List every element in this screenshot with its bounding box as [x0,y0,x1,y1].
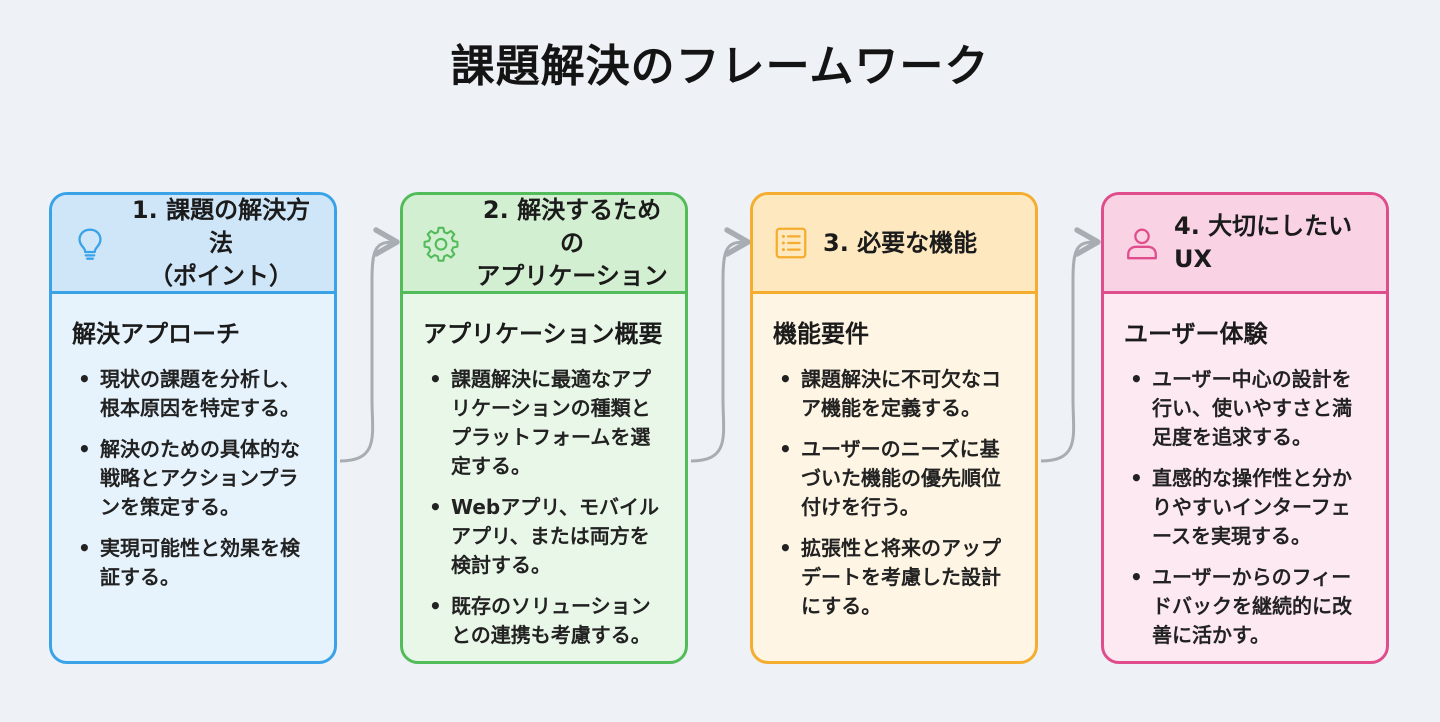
list-item: 実現可能性と効果を検証する。 [72,534,318,592]
card-title-line1: 2. 解決するための [482,195,662,257]
card-header: 3. 必要な機能 [753,195,1035,294]
card-body: 解決アプローチ 現状の課題を分析し、根本原因を特定する。 解決のための具体的な戦… [52,294,334,592]
list-item: 課題解決に不可欠なコア機能を定義する。 [773,365,1019,423]
card-solution-method: 1. 課題の解決方法 （ポイント） 解決アプローチ 現状の課題を分析し、根本原因… [49,192,337,664]
list-item: 課題解決に最適なアプリケーションの種類とプラットフォームを選定する。 [423,365,669,481]
list-item: Webアプリ、モバイルアプリ、または両方を検討する。 [423,493,669,580]
section-title: 解決アプローチ [72,320,240,348]
item-list: 課題解決に最適なアプリケーションの種類とプラットフォームを選定する。 Webアプ… [423,365,669,650]
card-ux: 4. 大切にしたいUX ユーザー体験 ユーザー中心の設計を行い、使いやすさと満足… [1101,192,1389,664]
section-title: ユーザー体験 [1124,320,1268,348]
list-item: 拡張性と将来のアップデートを考慮した設計にする。 [773,534,1019,621]
card-title-line2: アプリケーション [476,261,668,290]
list-item: 現状の課題を分析し、根本原因を特定する。 [72,365,318,423]
list-item: ユーザーのニーズに基づいた機能の優先順位付けを行う。 [773,435,1019,522]
card-required-features: 3. 必要な機能 機能要件 課題解決に不可欠なコア機能を定義する。 ユーザーのニ… [750,192,1038,664]
card-body: ユーザー体験 ユーザー中心の設計を行い、使いやすさと満足度を追求する。 直感的な… [1104,294,1386,650]
card-title: 3. 必要な機能 [823,227,1021,260]
section-title: 機能要件 [773,320,869,348]
card-header: 2. 解決するための アプリケーション [403,195,685,294]
item-list: 課題解決に不可欠なコア機能を定義する。 ユーザーのニーズに基づいた機能の優先順位… [773,365,1019,621]
list-item: ユーザーからのフィードバックを継続的に改善に活かす。 [1124,563,1370,650]
card-title: 1. 課題の解決方法 （ポイント） [122,195,320,293]
card-body: 機能要件 課題解決に不可欠なコア機能を定義する。 ユーザーのニーズに基づいた機能… [753,294,1035,621]
card-title-line1: 1. 課題の解決方法 [131,195,311,257]
card-title: 4. 大切にしたいUX [1174,210,1372,276]
list-item: 解決のための具体的な戦略とアクションプランを策定する。 [72,435,318,522]
list-icon [771,223,811,263]
item-list: 現状の課題を分析し、根本原因を特定する。 解決のための具体的な戦略とアクションプ… [72,365,318,592]
list-item: 直感的な操作性と分かりやすいインターフェースを実現する。 [1124,464,1370,551]
user-icon [1122,223,1162,263]
list-item: ユーザー中心の設計を行い、使いやすさと満足度を追求する。 [1124,365,1370,452]
item-list: ユーザー中心の設計を行い、使いやすさと満足度を追求する。 直感的な操作性と分かり… [1124,365,1370,650]
card-application: 2. 解決するための アプリケーション アプリケーション概要 課題解決に最適なア… [400,192,688,664]
lightbulb-icon [70,223,110,263]
page-title: 課題解決のフレームワーク [450,41,990,92]
gear-icon [421,223,461,263]
card-body: アプリケーション概要 課題解決に最適なアプリケーションの種類とプラットフォームを… [403,294,685,650]
section-title: アプリケーション概要 [423,320,663,348]
card-title-line1: 4. 大切にしたいUX [1174,212,1353,273]
card-header: 1. 課題の解決方法 （ポイント） [52,195,334,294]
list-item: 既存のソリューションとの連携も考慮する。 [423,592,669,650]
card-title-line2: （ポイント） [149,261,293,290]
card-title: 2. 解決するための アプリケーション [473,195,671,293]
card-title-line1: 3. 必要な機能 [823,228,978,257]
card-header: 4. 大切にしたいUX [1104,195,1386,294]
